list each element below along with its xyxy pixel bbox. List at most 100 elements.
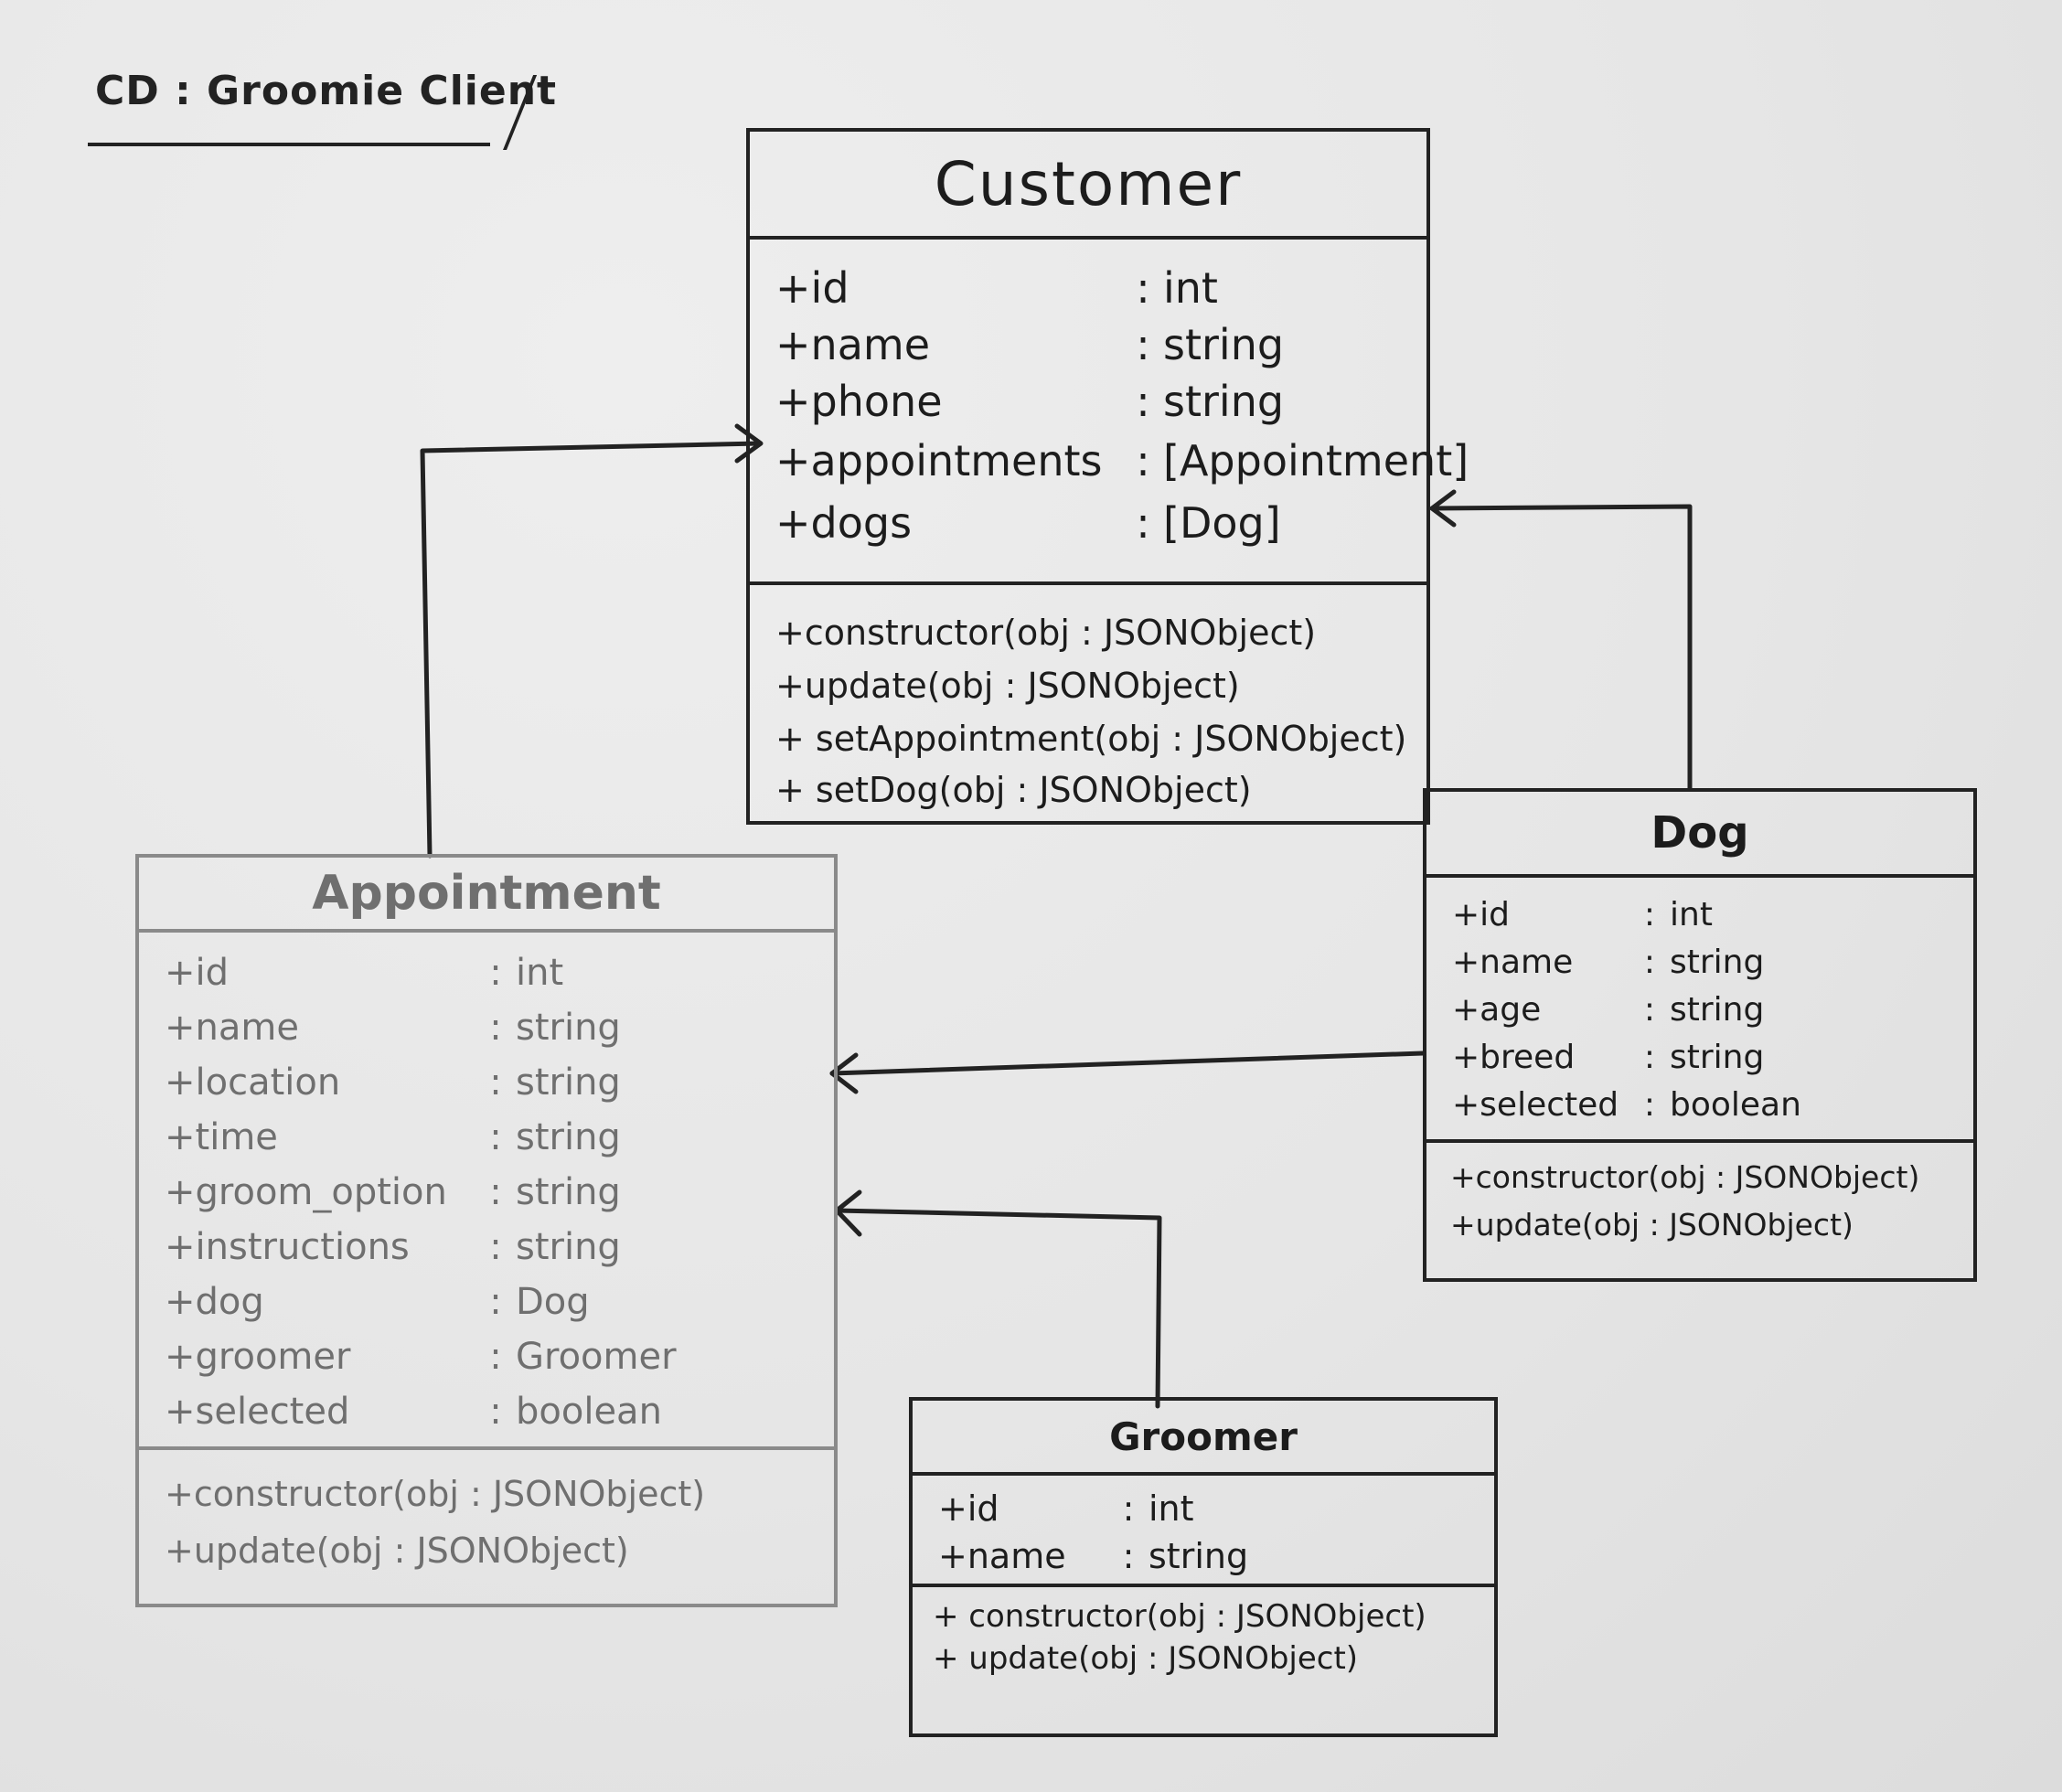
attribute-name: +selected	[1452, 1085, 1619, 1124]
class-groomer-attributes: +id : int +name : string	[913, 1476, 1494, 1587]
attribute-name: +id	[775, 263, 849, 313]
attribute-name: +dogs	[775, 498, 913, 548]
arrow-groomer-to-appointment	[834, 1208, 1162, 1409]
attribute-type: string	[516, 1171, 621, 1213]
operation-row: +constructor(obj : JSONObject)	[1450, 1159, 1920, 1195]
attribute-separator: :	[489, 1281, 502, 1323]
class-customer: Customer +id : int +name : string +phone…	[746, 128, 1469, 825]
attribute-name: +breed	[1452, 1038, 1576, 1076]
arrowhead-dog-to-appointment	[829, 1052, 859, 1094]
attribute-type: string	[516, 1226, 621, 1268]
attribute-separator: :	[1643, 990, 1656, 1029]
arrowhead-dog-to-customer	[1429, 489, 1457, 528]
class-dog-attributes: +id : int +name : string +age : string +…	[1426, 878, 1973, 1143]
attribute-name: +time	[165, 1116, 278, 1158]
arrow-dog-to-appointment	[829, 1051, 1426, 1076]
attribute-name: +dog	[165, 1281, 264, 1323]
attribute-separator: :	[1122, 1488, 1135, 1529]
attribute-type: boolean	[516, 1391, 662, 1433]
attribute-separator: :	[1643, 895, 1656, 933]
attribute-row: +dog : Dog	[165, 1275, 834, 1329]
attribute-separator: :	[1136, 263, 1150, 313]
operation-row: +update(obj : JSONObject)	[775, 666, 1240, 706]
attribute-name: +id	[938, 1488, 999, 1529]
attribute-row: +groom_option : string	[165, 1165, 834, 1220]
attribute-separator: :	[1643, 1038, 1656, 1076]
frame-title-underline	[88, 143, 490, 146]
attribute-separator: :	[1643, 943, 1656, 981]
attribute-type: [Appointment]	[1163, 436, 1469, 485]
attribute-separator: :	[489, 952, 502, 994]
attribute-name: +location	[165, 1061, 341, 1104]
attribute-row: +breed : string	[1452, 1033, 1973, 1081]
attribute-separator: :	[489, 1171, 502, 1213]
attribute-row: +id : int	[165, 945, 834, 1000]
attribute-row: +name : string	[938, 1532, 1494, 1580]
attribute-separator: :	[1122, 1536, 1135, 1576]
attribute-name: +name	[938, 1536, 1066, 1576]
attribute-name: +name	[775, 320, 930, 369]
attribute-separator: :	[1136, 436, 1150, 485]
attribute-separator: :	[489, 1226, 502, 1268]
attribute-type: string	[1670, 943, 1765, 981]
attribute-row: +time : string	[165, 1110, 834, 1165]
arrowhead-appointment-to-customer	[734, 423, 764, 464]
attribute-name: +name	[165, 1007, 299, 1049]
operation-row: + setAppointment(obj : JSONObject)	[775, 719, 1407, 759]
arrow-appointment-to-customer	[420, 441, 762, 859]
attribute-name: +id	[165, 952, 230, 994]
attribute-name: +age	[1452, 990, 1542, 1029]
attribute-type: Dog	[516, 1281, 590, 1323]
operation-row: + update(obj : JSONObject)	[933, 1640, 1359, 1677]
class-groomer: Groomer +id : int +name : string + const…	[909, 1397, 1498, 1737]
attribute-name: +id	[1452, 895, 1511, 933]
attribute-row: +id : int	[775, 260, 1426, 316]
attribute-row: +age : string	[1452, 986, 1973, 1033]
attribute-type: string	[1163, 320, 1285, 369]
attribute-type: int	[1149, 1488, 1194, 1529]
attribute-row: +name : string	[165, 1000, 834, 1055]
arrow-dog-to-customer	[1429, 504, 1693, 791]
attribute-type: string	[1149, 1536, 1249, 1576]
attribute-separator: :	[489, 1116, 502, 1158]
operation-row: + constructor(obj : JSONObject)	[933, 1598, 1426, 1635]
class-appointment-attributes: +id : int +name : string +location : str…	[139, 933, 834, 1450]
class-dog-name: Dog	[1426, 792, 1973, 878]
attribute-name: +selected	[165, 1391, 350, 1433]
attribute-type: int	[1163, 263, 1218, 313]
attribute-row: +instructions : string	[165, 1220, 834, 1275]
attribute-name: +appointments	[775, 436, 1103, 485]
attribute-row: +appointments : [Appointment]	[775, 430, 1469, 492]
operation-row: +constructor(obj : JSONObject)	[165, 1474, 706, 1514]
attribute-type: string	[516, 1007, 621, 1049]
class-groomer-name: Groomer	[913, 1401, 1494, 1476]
attribute-row: +phone : string	[775, 373, 1426, 430]
attribute-type: [Dog]	[1163, 498, 1281, 548]
attribute-type: string	[1670, 990, 1765, 1029]
class-customer-name: Customer	[750, 132, 1426, 240]
attribute-row: +selected : boolean	[1452, 1081, 1973, 1128]
attribute-name: +groom_option	[165, 1171, 447, 1213]
attribute-row: +id : int	[938, 1485, 1494, 1532]
attribute-row: +name : string	[775, 316, 1426, 373]
attribute-row: +name : string	[1452, 938, 1973, 986]
attribute-name: +groomer	[165, 1336, 351, 1378]
attribute-type: string	[1670, 1038, 1765, 1076]
class-customer-operations: +constructor(obj : JSONObject) +update(o…	[750, 585, 1426, 821]
operation-row: +update(obj : JSONObject)	[1450, 1207, 1854, 1243]
attribute-separator: :	[489, 1391, 502, 1433]
attribute-row: +selected : boolean	[165, 1384, 834, 1439]
attribute-separator: :	[489, 1336, 502, 1378]
operation-row: +update(obj : JSONObject)	[165, 1531, 629, 1571]
operation-row: + setDog(obj : JSONObject)	[775, 770, 1252, 810]
arrowhead-groomer-to-appointment	[834, 1189, 862, 1237]
attribute-row: +dogs : [Dog]	[775, 492, 1426, 554]
class-appointment: Appointment +id : int +name : string +lo…	[135, 854, 838, 1607]
attribute-row: +location : string	[165, 1055, 834, 1110]
class-appointment-name: Appointment	[139, 858, 834, 933]
attribute-separator: :	[1136, 377, 1150, 426]
attribute-name: +instructions	[165, 1226, 410, 1268]
attribute-row: +id : int	[1452, 891, 1973, 938]
